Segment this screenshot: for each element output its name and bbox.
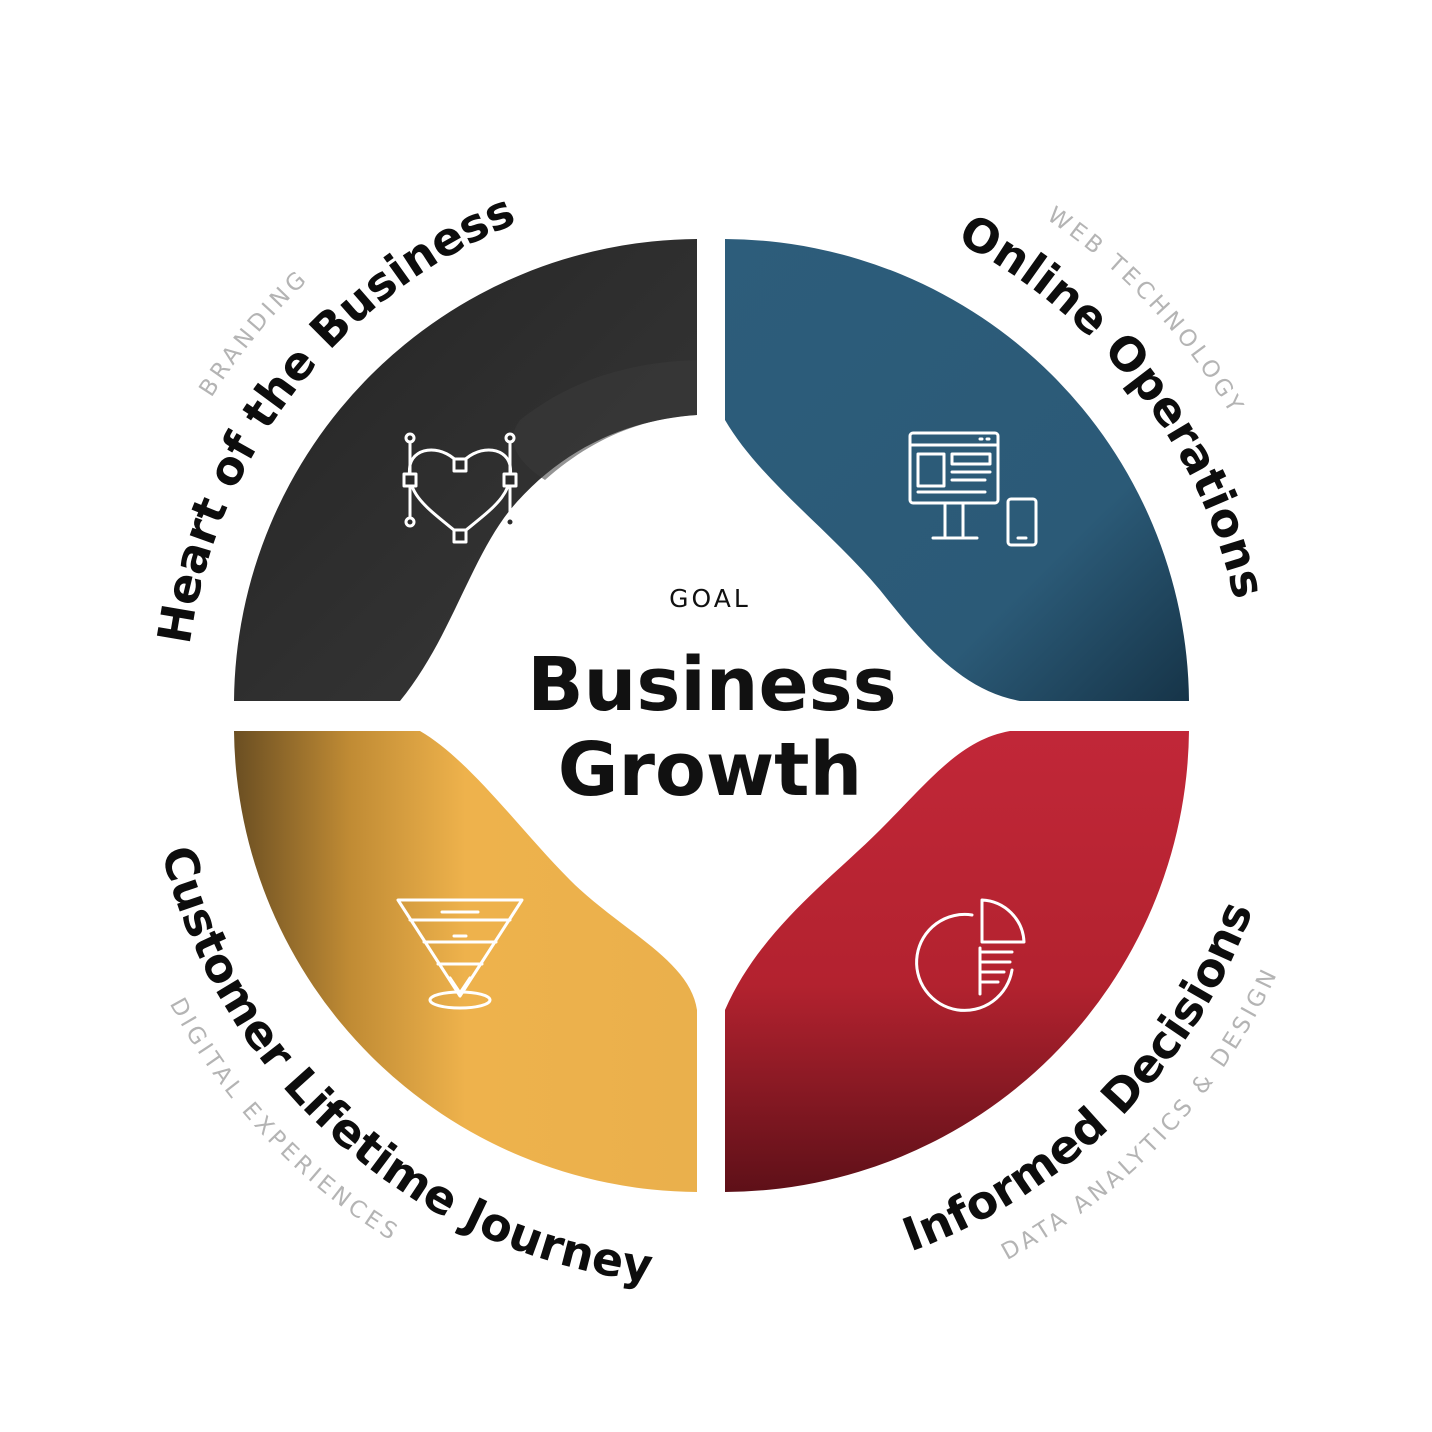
segment-informed-decisions bbox=[725, 731, 1189, 1192]
segment-shape-bottom-right bbox=[725, 731, 1189, 1192]
website-devices-icon bbox=[908, 431, 1038, 547]
segment-sheen-top-left bbox=[513, 360, 697, 480]
funnel-icon bbox=[396, 898, 524, 1010]
center-title-line-2: Growth bbox=[558, 727, 863, 813]
pie-chart-icon bbox=[915, 898, 1026, 1012]
segment-customer-journey bbox=[234, 731, 697, 1192]
segment-shape-bottom-left bbox=[234, 731, 697, 1192]
segment-online-operations bbox=[725, 239, 1189, 701]
heart-vector-icon bbox=[402, 432, 518, 544]
center-title-line-1: Business bbox=[527, 642, 896, 728]
segment-shape-top-right bbox=[725, 239, 1189, 701]
goal-label: GOAL bbox=[669, 584, 751, 613]
